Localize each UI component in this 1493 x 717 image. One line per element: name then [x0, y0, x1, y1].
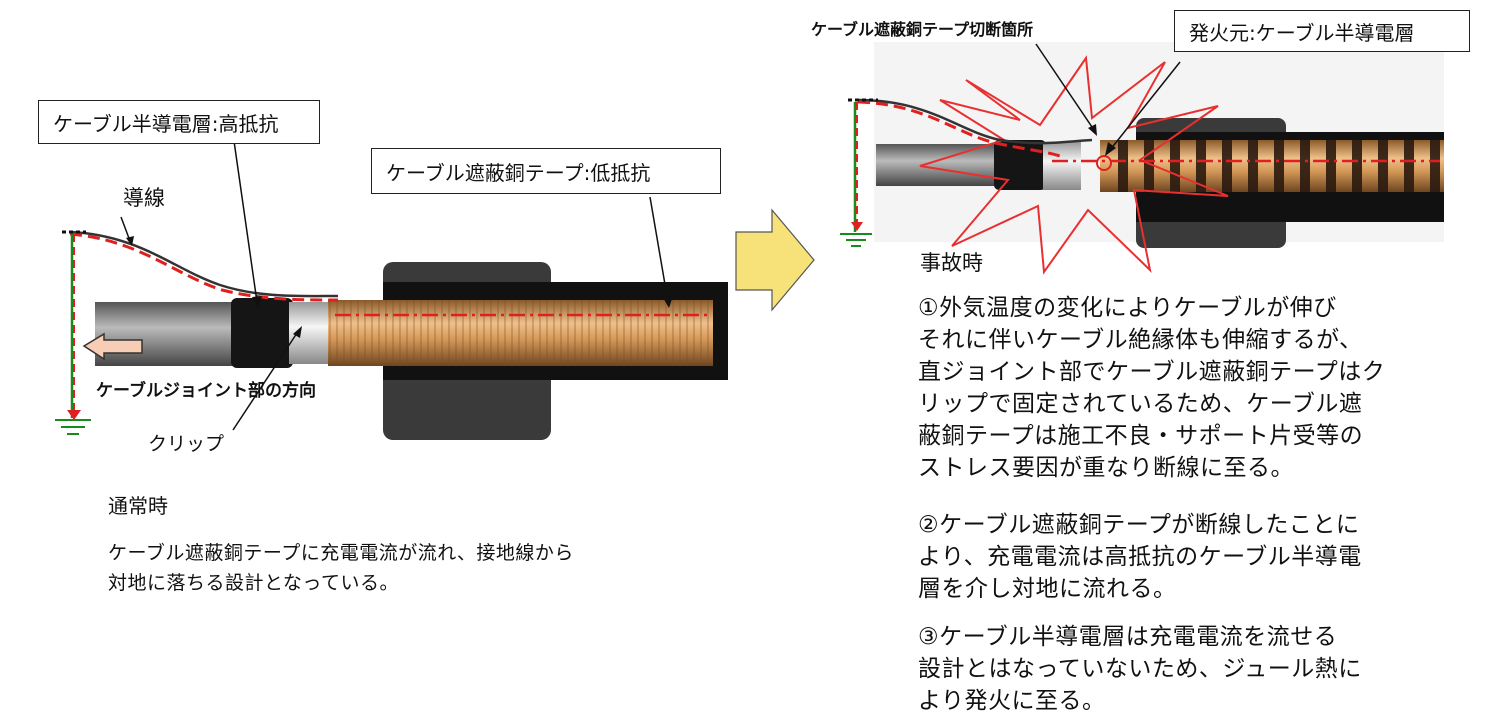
- item2-line: ②ケーブル遮蔽銅テープが断線したことに: [918, 512, 1360, 538]
- item1-line: 直ジョイント部でケーブル遮蔽銅テープはク: [918, 359, 1386, 385]
- item3-line: より発火に至る。: [918, 688, 1106, 714]
- cut-location-label: ケーブル遮蔽銅テープ切断箇所: [811, 20, 1034, 39]
- item3-line: ③ケーブル半導電層は充電電流を流せる: [918, 624, 1338, 650]
- ground-symbol: [55, 419, 91, 435]
- copper-tape-label-box: ケーブル遮蔽銅テープ:低抵抗: [371, 148, 721, 194]
- right-cable-diagram: [840, 42, 1444, 275]
- item2-line: 層を介し対地に流れる。: [918, 576, 1177, 602]
- normal-desc-line: 対地に落ちる設計となっている。: [108, 572, 399, 594]
- normal-title: 通常時: [108, 494, 168, 518]
- semi-conductive-layer-right: [994, 140, 1046, 190]
- direction-label: ケーブルジョイント部の方向: [96, 381, 316, 401]
- direction-arrow: [82, 332, 143, 361]
- item1-line: リップで固定されているため、ケーブル遮: [918, 391, 1363, 417]
- conductor-wire: [69, 230, 339, 298]
- accident-title: 事故時: [920, 251, 983, 275]
- item1-line: ストレス要因が重なり断線に至る。: [918, 455, 1294, 481]
- item1-line: それに伴いケーブル絶縁体も伸縮するが、: [918, 327, 1363, 353]
- accident-item-3: ③ケーブル半導電層は充電電流を流せる 設計とはなっていないため、ジュール熱に よ…: [918, 621, 1362, 717]
- transition-arrow: [735, 208, 815, 312]
- semi-layer-label-box: ケーブル半導電層:高抵抗: [38, 100, 320, 144]
- fire-burst: [919, 55, 1229, 275]
- left-cable-diagram: [55, 140, 728, 440]
- item3-line: 設計とはなっていないため、ジュール熱に: [918, 656, 1362, 682]
- clip-label: クリップ: [148, 433, 225, 455]
- normal-desc-line: ケーブル遮蔽銅テープに充電電流が流れ、接地線から: [108, 542, 574, 564]
- item1-line: 蔽銅テープは施工不良・サポート片受等の: [918, 423, 1364, 449]
- semi-conductive-layer: [231, 298, 293, 368]
- cable-insulation: [95, 302, 245, 366]
- item1-line: ①外気温度の変化によりケーブルが伸び: [918, 295, 1337, 321]
- fire-origin-label-box: 発火元:ケーブル半導電層: [1174, 10, 1470, 52]
- accident-item-2: ②ケーブル遮蔽銅テープが断線したことに より、充電電流は高抵抗のケーブル半導電 …: [918, 509, 1362, 605]
- accident-item-1: ①外気温度の変化によりケーブルが伸び それに伴いケーブル絶縁体も伸縮するが、 直…: [918, 292, 1385, 484]
- item2-line: より、充電電流は高抵抗のケーブル半導電: [918, 544, 1362, 570]
- conductor-label: 導線: [123, 186, 165, 210]
- normal-description: ケーブル遮蔽銅テープに充電電流が流れ、接地線から 対地に落ちる設計となっている。: [108, 538, 574, 598]
